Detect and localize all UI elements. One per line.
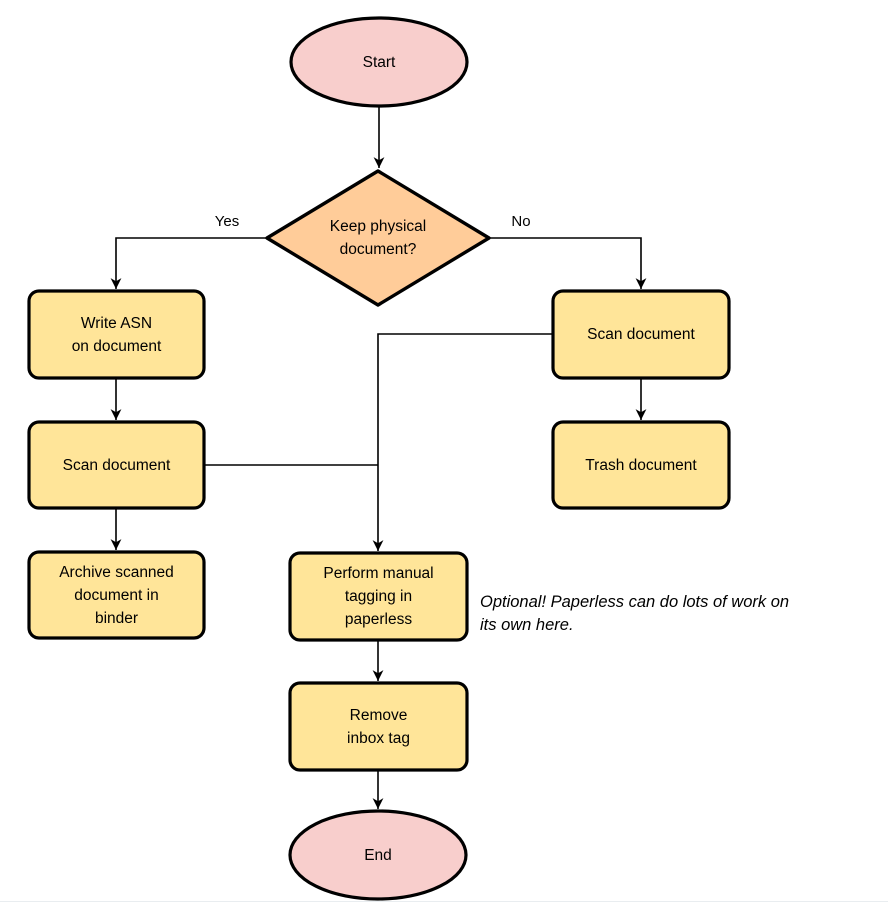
edge-scanright-tagging [372,333,553,551]
bottom-divider [0,901,888,902]
no-edge-label: No [511,212,531,230]
decision-diamond [265,169,491,307]
write-asn-rect [27,289,206,380]
connector-lines [110,104,647,809]
scan-document-right-rect [551,289,731,380]
tagging-rect [288,551,469,642]
edge-yes [110,237,266,289]
start-ellipse [289,16,469,108]
yes-edge-label: Yes [214,212,240,230]
archive-rect [27,550,206,640]
end-ellipse [288,809,468,901]
edge-no [490,237,647,289]
scan-document-left-rect [27,420,206,510]
trash-rect [551,420,731,510]
remove-inbox-rect [288,681,469,772]
optional-note: Optional! Paperless can do lots of work … [480,593,790,634]
